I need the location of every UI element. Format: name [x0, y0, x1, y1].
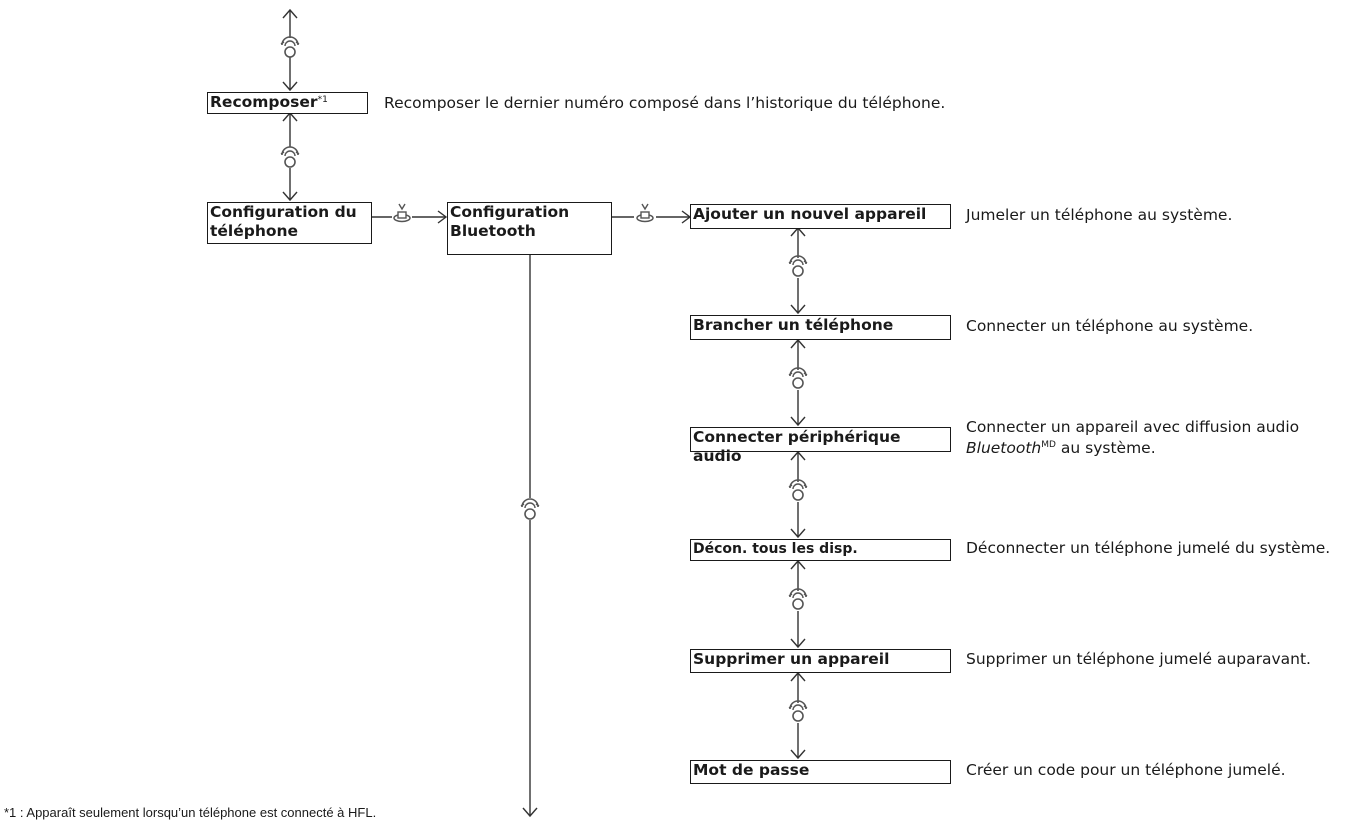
- brand-name: Bluetooth: [966, 439, 1042, 458]
- desc-supprimer: Supprimer un téléphone jumelé auparavant…: [966, 650, 1311, 668]
- desc-line-1: Connecter un appareil avec diffusion aud…: [966, 418, 1300, 436]
- rotate-knob-icon: [788, 479, 808, 501]
- connector-top: [282, 8, 298, 92]
- box-label: Brancher un téléphone: [693, 316, 894, 334]
- box-label: Supprimer un appareil: [693, 650, 890, 668]
- desc-connecter-audio: Connecter un appareil avec diffusion aud…: [966, 418, 1299, 457]
- box-label: Recomposer*1: [210, 93, 328, 111]
- press-knob-icon: [393, 203, 411, 223]
- rotate-knob-icon: [280, 36, 300, 58]
- box-label: Connecter périphérique audio: [693, 428, 901, 465]
- connector-bluetooth-down: [522, 255, 538, 818]
- box-label: Configuration du téléphone: [210, 203, 357, 240]
- desc-ajouter: Jumeler un téléphone au système.: [966, 206, 1233, 224]
- box-label: Mot de passe: [693, 761, 810, 779]
- rotate-knob-icon: [788, 255, 808, 277]
- desc-mot-de-passe: Créer un code pour un téléphone jumelé.: [966, 761, 1286, 779]
- box-recomposer[interactable]: Recomposer*1: [207, 92, 368, 114]
- box-label: Décon. tous les disp.: [693, 541, 858, 557]
- box-ajouter[interactable]: Ajouter un nouvel appareil: [690, 204, 951, 229]
- press-knob-icon: [636, 203, 654, 223]
- box-label: Ajouter un nouvel appareil: [693, 205, 927, 223]
- desc-brancher: Connecter un téléphone au système.: [966, 317, 1254, 335]
- footnote: *1 : Apparaît seulement lorsqu’un téléph…: [4, 805, 377, 820]
- rotate-knob-icon: [788, 700, 808, 722]
- rotate-knob-icon: [520, 498, 540, 520]
- box-config-bluetooth[interactable]: Configuration Bluetooth: [447, 202, 612, 255]
- box-mot-de-passe[interactable]: Mot de passe: [690, 760, 951, 784]
- trademark: MD: [1041, 440, 1056, 450]
- box-label: Configuration Bluetooth: [450, 203, 570, 240]
- box-decon[interactable]: Décon. tous les disp.: [690, 539, 951, 561]
- connector-config-bluetooth: [372, 210, 448, 224]
- rotate-knob-icon: [788, 588, 808, 610]
- desc-line-2-rest: au système.: [1055, 439, 1156, 458]
- box-supprimer[interactable]: Supprimer un appareil: [690, 649, 951, 673]
- rotate-knob-icon: [788, 367, 808, 389]
- desc-recomposer: Recomposer le dernier numéro composé dan…: [384, 94, 946, 112]
- rotate-knob-icon: [280, 146, 300, 168]
- box-connecter-audio[interactable]: Connecter périphérique audio: [690, 427, 951, 465]
- desc-decon: Déconnecter un téléphone jumelé du systè…: [966, 539, 1331, 557]
- desc-line-2: BluetoothMD au système.: [966, 436, 1299, 457]
- box-config-telephone[interactable]: Configuration du téléphone: [207, 202, 372, 244]
- box-brancher[interactable]: Brancher un téléphone: [690, 315, 951, 340]
- footnote-marker: *1: [317, 95, 328, 105]
